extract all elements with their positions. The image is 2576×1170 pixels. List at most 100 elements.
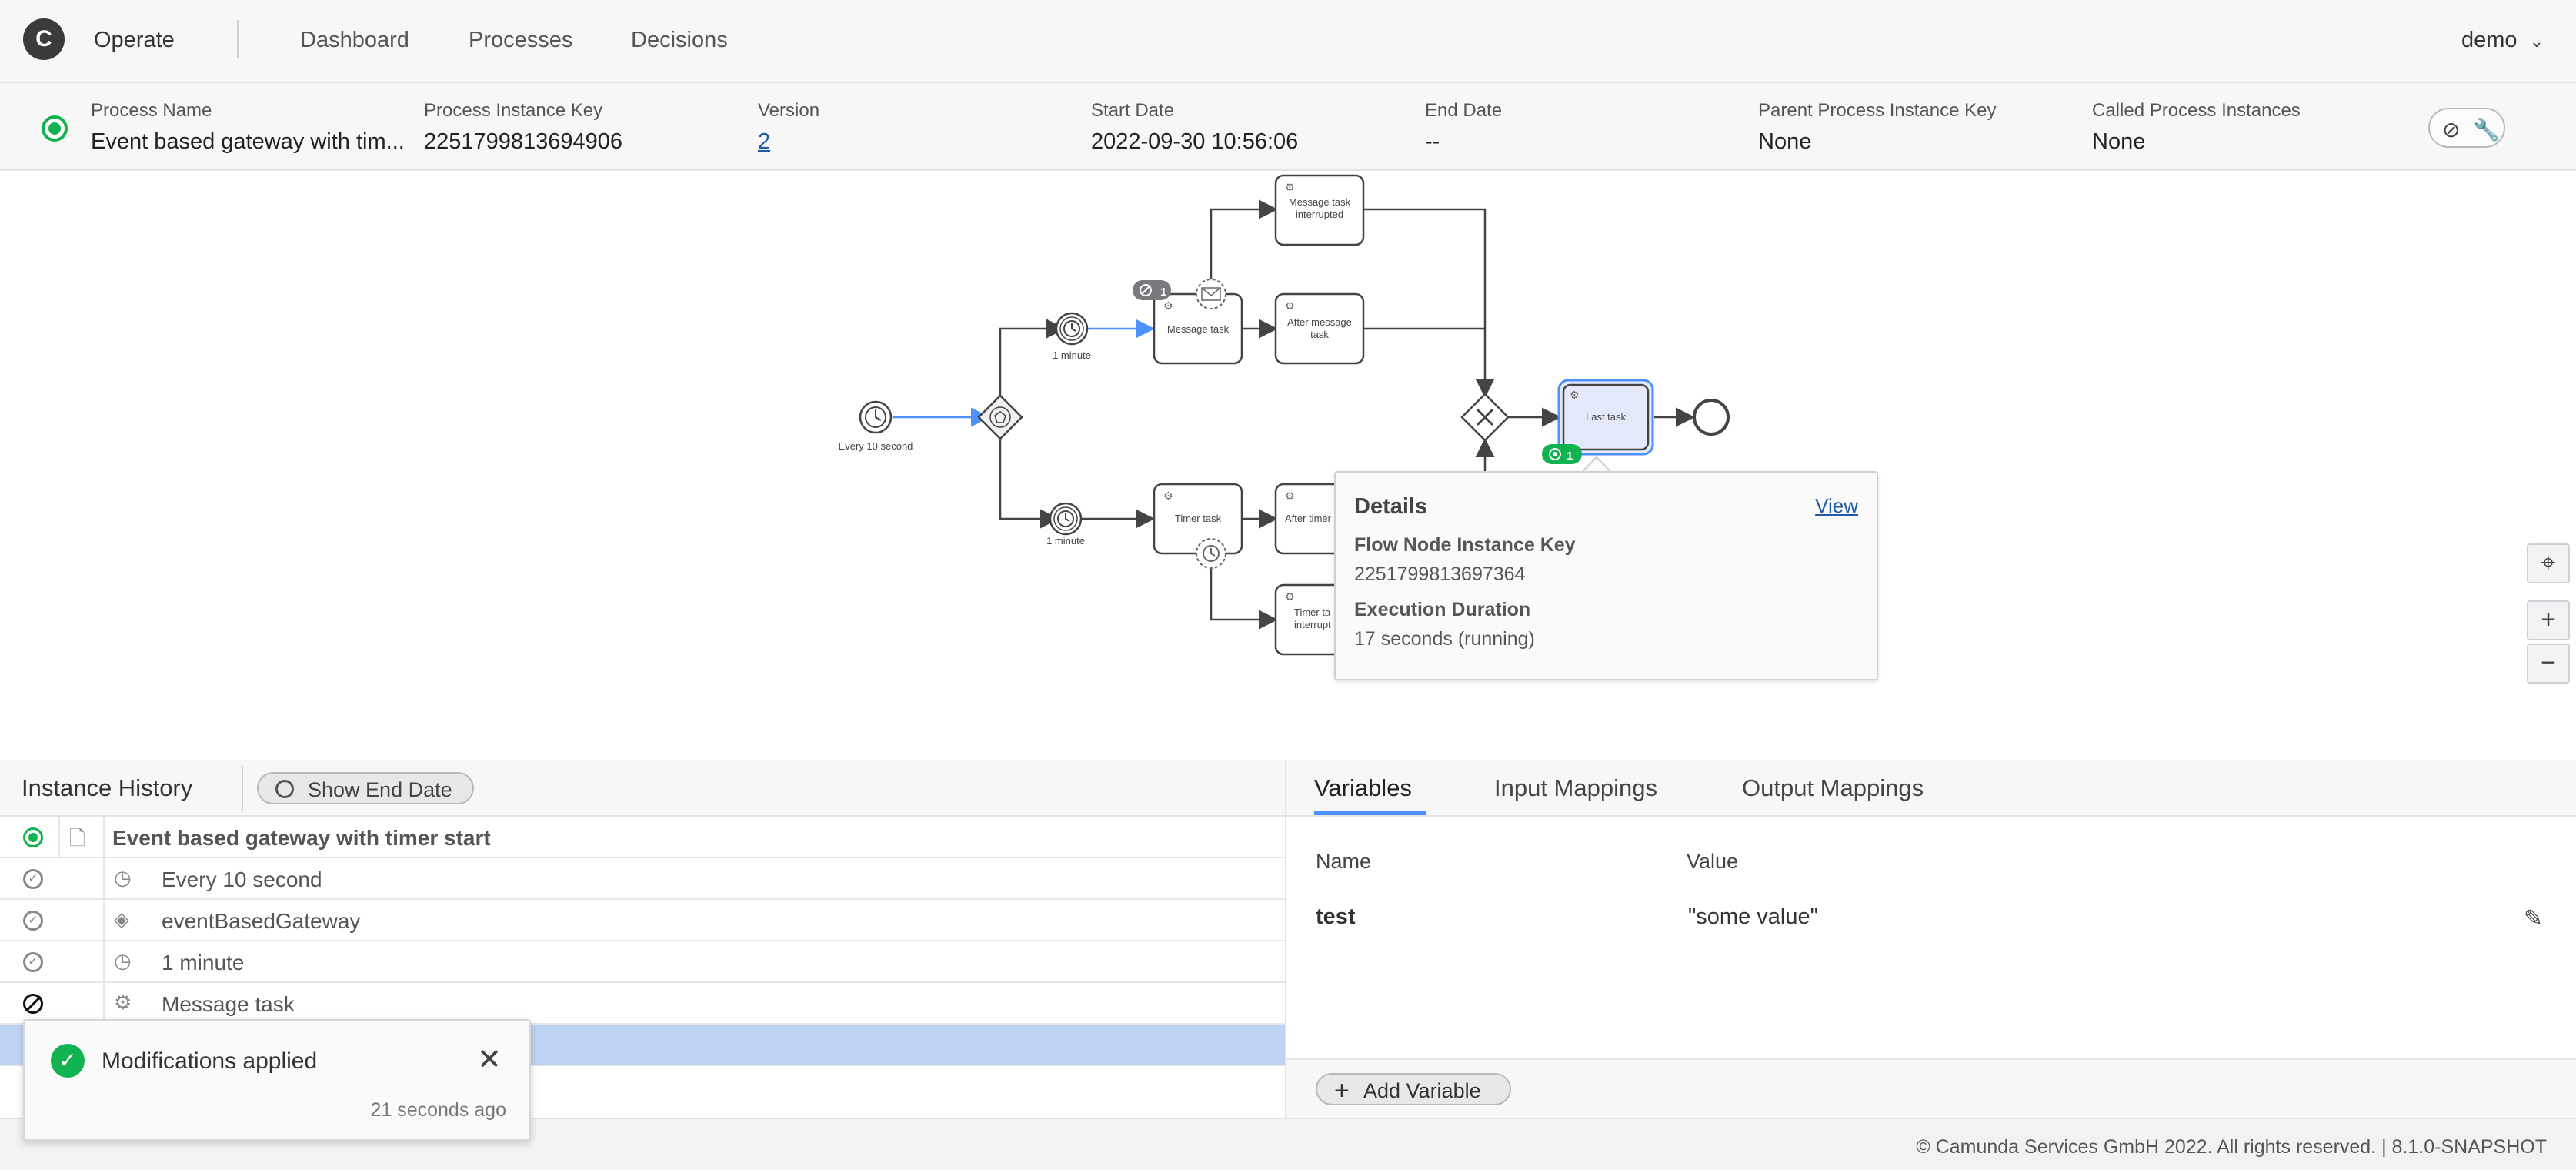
svg-text:⚙: ⚙ [1285, 300, 1295, 313]
zoom-in-button[interactable]: + [2527, 600, 2570, 640]
tab-variables[interactable]: Variables [1314, 774, 1412, 801]
history-row-process[interactable]: 🗋 Event based gateway with timer start [0, 817, 1285, 858]
tab-input-mappings[interactable]: Input Mappings [1494, 774, 1657, 801]
tree-line [103, 900, 105, 941]
exclusive-gateway[interactable] [1460, 393, 1510, 442]
tab-output-mappings[interactable]: Output Mappings [1742, 774, 1924, 801]
tree-line [103, 983, 105, 1025]
tree-line [58, 817, 60, 858]
add-variable-button[interactable]: + Add Variable [1316, 1073, 1511, 1105]
after-message-label-1: After message [1287, 316, 1352, 328]
view-details-link[interactable]: View [1815, 494, 1858, 517]
version-label: Version [758, 100, 820, 121]
reset-diagram-zoom-button[interactable]: ⌖ [2527, 543, 2570, 583]
timer-icon: ◷ [114, 866, 132, 889]
variables-panel-header [1285, 760, 2576, 817]
document-icon: 🗋 [69, 827, 85, 850]
gateway-icon: ◈ [114, 908, 129, 931]
modify-instance-wrench-icon[interactable]: 🔧 [2473, 118, 2500, 142]
minus-icon: − [2541, 648, 2556, 677]
bpmn-diagram-svg: Every 10 second 1 minute 1 minute ⚙ Me [839, 174, 1730, 656]
svg-text:⚙: ⚙ [1570, 389, 1580, 402]
notification-time: 21 seconds ago [370, 1099, 506, 1121]
start-timer-event[interactable] [859, 400, 893, 434]
history-row-label: Event based gateway with timer start [112, 826, 491, 850]
plus-icon: + [2541, 605, 2556, 634]
active-badge-count: 1 [1567, 450, 1573, 463]
flow-node-details-popover: Details View Flow Node Instance Key 2251… [1334, 471, 1878, 680]
timer-boundary-event[interactable] [1196, 538, 1226, 569]
history-row-event-gateway[interactable]: ✓ ◈ eventBasedGateway [0, 900, 1285, 941]
show-end-date-label: Show End Date [308, 778, 452, 801]
instance-key-value: 2251799813694906 [424, 129, 623, 154]
add-variable-label: Add Variable [1363, 1079, 1481, 1102]
plus-icon: + [1334, 1076, 1350, 1105]
timer-catch-event-top[interactable] [1055, 312, 1089, 346]
version-link[interactable]: 2 [758, 129, 771, 154]
tree-line [103, 941, 105, 983]
instance-key-label: Process Instance Key [424, 100, 603, 121]
parent-instance-field: Parent Process Instance Key None [1758, 100, 1997, 155]
page-footer: © Camunda Services GmbH 2022. All rights… [0, 1118, 2576, 1170]
history-row-label: Every 10 second [162, 867, 322, 891]
instance-active-state-icon [42, 115, 68, 142]
zoom-out-button[interactable]: − [2527, 644, 2570, 684]
execution-duration-value: 17 seconds (running) [1354, 628, 1535, 650]
called-instances-field: Called Process Instances None [2092, 100, 2301, 155]
history-row-label: Message task [162, 992, 295, 1016]
event-based-gateway[interactable] [977, 394, 1023, 440]
last-task[interactable]: ⚙ [1557, 379, 1654, 456]
active-badge [1542, 444, 1582, 464]
brand-operate-link[interactable]: Operate [94, 28, 175, 52]
notification-message: Modifications applied [102, 1048, 318, 1074]
timer-bottom-label: 1 minute [1046, 535, 1085, 547]
start-timer-label: Every 10 second [839, 440, 913, 452]
end-event[interactable] [1693, 399, 1730, 436]
history-row-start-timer[interactable]: ✓ ◷ Every 10 second [0, 858, 1285, 900]
completed-state-icon: ✓ [23, 911, 43, 931]
bpmn-diagram-canvas[interactable]: Every 10 second 1 minute 1 minute ⚙ Me [0, 171, 2576, 760]
nav-decisions[interactable]: Decisions [631, 28, 728, 52]
nav-dashboard[interactable]: Dashboard [300, 28, 409, 52]
parent-instance-label: Parent Process Instance Key [1758, 100, 1997, 121]
timer-top-label: 1 minute [1053, 349, 1091, 361]
execution-duration-label: Execution Duration [1354, 599, 1531, 620]
column-name-header: Name [1316, 850, 1372, 873]
svg-text:⚙: ⚙ [1285, 182, 1295, 194]
history-row-label: 1 minute [162, 951, 245, 974]
crosshair-icon: ⌖ [2541, 548, 2556, 577]
cancel-instance-icon[interactable]: ⊘ [2442, 118, 2461, 142]
timer-catch-event-bottom[interactable] [1049, 502, 1083, 536]
canceled-badge-count: 1 [1160, 286, 1166, 299]
variables-table [1285, 817, 2576, 1058]
message-boundary-event[interactable] [1196, 279, 1226, 309]
camunda-logo[interactable]: C [23, 18, 65, 60]
timer-icon: ◷ [114, 949, 132, 972]
message-task-interrupted[interactable]: ⚙ [1274, 174, 1365, 246]
process-name-value: Event based gateway with tim... [91, 129, 405, 154]
variable-name: test [1316, 904, 1356, 929]
user-menu[interactable]: demo⌄ [2461, 28, 2544, 53]
clock-icon [275, 780, 294, 798]
history-row-timer[interactable]: ✓ ◷ 1 minute [0, 941, 1285, 983]
process-name-label: Process Name [91, 100, 212, 121]
flow-node-key-label: Flow Node Instance Key [1354, 534, 1576, 556]
completed-state-icon: ✓ [23, 952, 43, 972]
header-divider [237, 20, 239, 58]
version-field: Version 2 [758, 100, 819, 155]
instance-header [0, 83, 2576, 171]
nav-processes[interactable]: Processes [469, 28, 573, 52]
start-date-value: 2022-09-30 10:56:06 [1091, 129, 1299, 154]
after-message-task[interactable]: ⚙ [1274, 292, 1365, 365]
canceled-state-icon [23, 994, 43, 1014]
history-row-message-task[interactable]: ⚙ Message task [0, 983, 1285, 1025]
instance-key-field: Process Instance Key 2251799813694906 [424, 100, 622, 155]
copyright-text: © Camunda Services GmbH 2022. All rights… [1916, 1136, 2547, 1158]
edit-variable-pencil-icon[interactable]: ✎ [2524, 906, 2544, 931]
sequence-flows [893, 199, 1695, 630]
close-icon[interactable]: ✕ [477, 1044, 502, 1076]
show-end-date-button[interactable]: Show End Date [257, 772, 474, 804]
history-header-divider [242, 766, 243, 811]
after-message-label-2: task [1310, 329, 1329, 340]
process-name-field: Process Name Event based gateway with ti… [91, 100, 414, 155]
